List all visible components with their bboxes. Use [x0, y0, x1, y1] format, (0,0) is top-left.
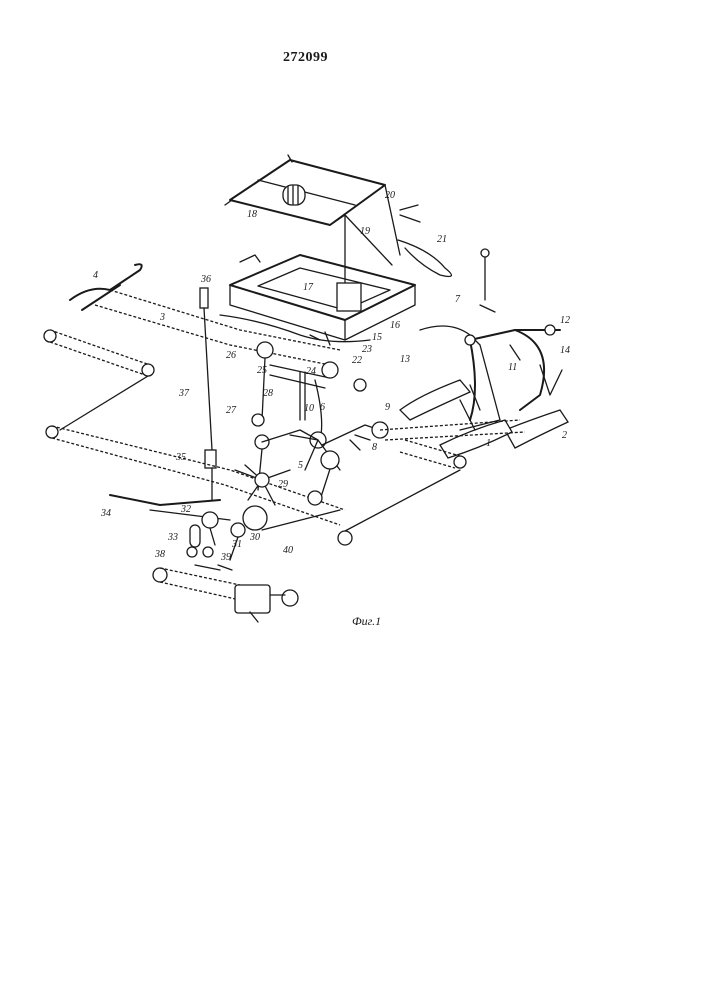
label-31: 31 — [231, 539, 242, 550]
label-1: 1 — [486, 438, 491, 449]
figure-caption: Фиг.1 — [352, 614, 381, 628]
label-9: 9 — [385, 402, 390, 413]
label-12: 12 — [560, 315, 570, 326]
label-11: 11 — [508, 362, 517, 373]
label-22: 22 — [352, 355, 362, 366]
label-38: 38 — [154, 549, 165, 560]
label-35: 35 — [175, 452, 186, 463]
label-7: 7 — [455, 294, 461, 305]
label-21: 21 — [437, 234, 447, 245]
label-37: 37 — [178, 388, 190, 399]
label-3: 3 — [159, 312, 165, 323]
label-28: 28 — [263, 388, 273, 399]
label-19: 19 — [360, 226, 370, 237]
label-25: 25 — [257, 365, 267, 376]
label-29: 29 — [278, 479, 288, 490]
label-33: 33 — [167, 532, 178, 543]
label-20: 20 — [385, 190, 395, 201]
label-10: 10 — [304, 403, 314, 414]
left-conveyor — [44, 264, 460, 545]
label-2: 2 — [562, 430, 567, 441]
label-13: 13 — [400, 354, 410, 365]
part-labels: 1 2 3 4 5 6 7 8 9 10 11 12 13 14 15 16 1… — [93, 190, 570, 628]
label-40: 40 — [283, 545, 293, 556]
label-8: 8 — [372, 442, 377, 453]
label-4: 4 — [93, 270, 98, 281]
label-18: 18 — [247, 209, 257, 220]
label-6: 6 — [320, 402, 325, 413]
label-27: 27 — [226, 405, 237, 416]
label-16: 16 — [390, 320, 400, 331]
label-32: 32 — [180, 504, 191, 515]
label-24: 24 — [306, 366, 316, 377]
label-36: 36 — [200, 274, 211, 285]
label-26: 26 — [226, 350, 236, 361]
label-34: 34 — [100, 508, 111, 519]
label-14: 14 — [560, 345, 570, 356]
label-23: 23 — [362, 344, 372, 355]
label-15: 15 — [372, 332, 382, 343]
label-39: 39 — [220, 552, 231, 563]
label-17: 17 — [303, 282, 314, 293]
label-30: 30 — [249, 532, 260, 543]
label-5: 5 — [298, 460, 303, 471]
